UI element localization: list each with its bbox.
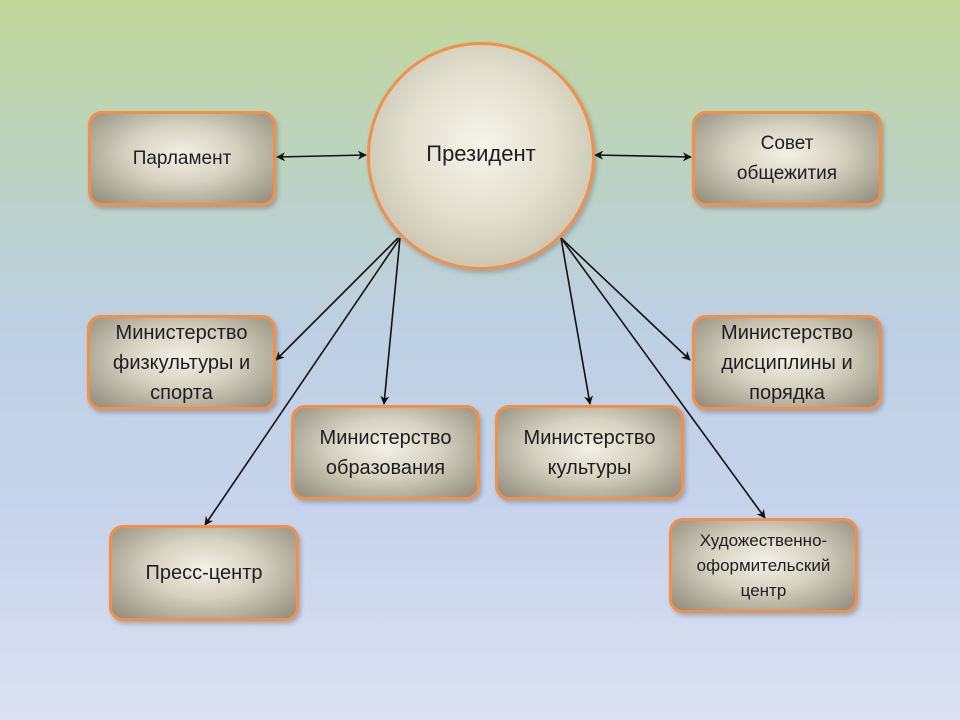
press-center-node: Пресс-центр — [109, 525, 299, 621]
connector-president-council — [594, 150, 692, 162]
connector-president-sport — [275, 237, 399, 361]
parliament-node: Парламент — [88, 111, 276, 206]
press-center-label: Пресс-центр — [145, 562, 263, 584]
parliament-label: Парламент — [132, 147, 232, 169]
art-design-center-node: Художественно- оформительский центр — [669, 518, 858, 613]
dormitory-council-label: Совет общежития — [736, 132, 838, 184]
education-ministry-label: Министерство образования — [319, 426, 452, 479]
connector-president-parliament — [276, 150, 367, 162]
culture-ministry-node: Министерство культуры — [495, 405, 684, 500]
connector-president-press — [204, 237, 401, 526]
connector-president-culture — [560, 237, 594, 405]
culture-ministry-label: Министерство культуры — [523, 426, 656, 479]
discipline-ministry-node: Министерство дисциплины и порядка — [692, 315, 882, 410]
connector-president-education — [380, 237, 401, 405]
art-design-center-label: Художественно- оформительский центр — [696, 531, 831, 600]
education-ministry-node: Министерство образования — [291, 405, 480, 500]
connector-president-discipline — [560, 237, 691, 361]
connector-president-art — [560, 237, 766, 519]
president-label: Президент — [426, 141, 536, 166]
sport-ministry-node: Министерство физкультуры и спорта — [87, 315, 276, 410]
president-node: Президент — [367, 42, 595, 270]
dormitory-council-node: Совет общежития — [692, 111, 882, 206]
discipline-ministry-label: Министерство дисциплины и порядка — [721, 321, 853, 404]
sport-ministry-label: Министерство физкультуры и спорта — [112, 321, 251, 404]
